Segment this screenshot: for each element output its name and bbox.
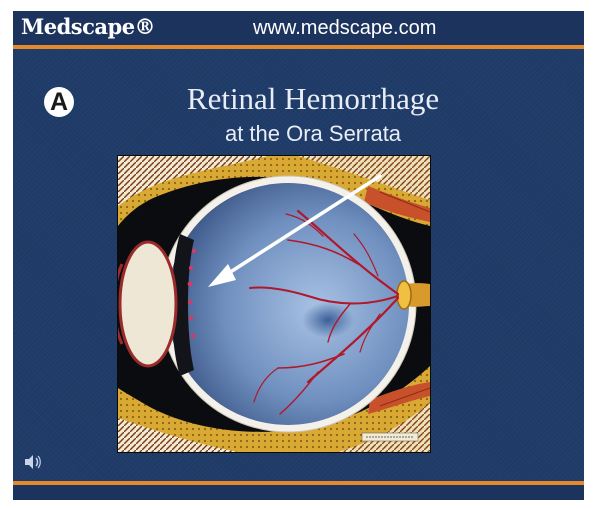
slide: Medscape® www.medscape.com A Retinal Hem… xyxy=(13,11,584,500)
speaker-icon[interactable] xyxy=(23,454,43,470)
medscape-logo: Medscape® xyxy=(21,14,155,39)
eye-cross-section-drawing xyxy=(118,156,430,452)
header-bar: Medscape® www.medscape.com xyxy=(13,11,584,47)
slide-subtitle: at the Ora Serrata xyxy=(153,121,473,147)
footer-bar xyxy=(13,485,584,500)
eye-illustration xyxy=(118,156,430,452)
header-divider xyxy=(13,45,584,49)
panel-letter-badge: A xyxy=(44,87,74,117)
site-url: www.medscape.com xyxy=(253,17,436,40)
slide-title: Retinal Hemorrhage xyxy=(153,81,473,117)
